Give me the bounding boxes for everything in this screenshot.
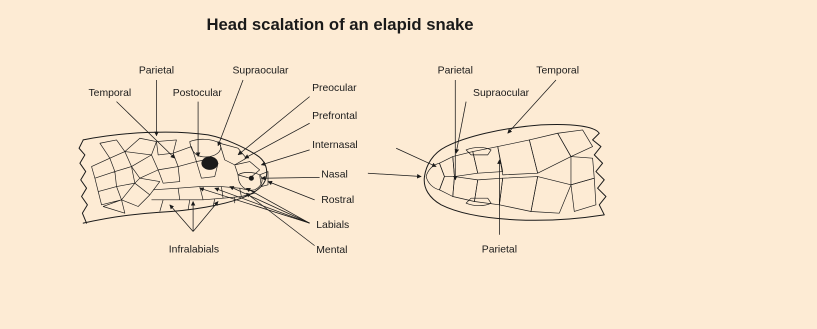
label-supraocular-right: Supraocular bbox=[473, 88, 530, 99]
label-labials: Labials bbox=[316, 220, 349, 231]
label-rostral: Rostral bbox=[321, 195, 354, 206]
figure: Head scalation of an elapid snake bbox=[0, 0, 680, 274]
scale-labels: Parietal Supraocular Temporal Postocular… bbox=[88, 65, 579, 256]
label-parietal-top: Parietal bbox=[438, 65, 473, 76]
label-postocular: Postocular bbox=[173, 88, 223, 99]
label-internasal: Internasal bbox=[312, 140, 358, 151]
label-mental: Mental bbox=[316, 245, 347, 256]
scalation-diagram: Parietal Supraocular Temporal Postocular… bbox=[0, 0, 680, 274]
label-supraocular-left: Supraocular bbox=[232, 65, 289, 76]
label-infralabials: Infralabials bbox=[169, 244, 219, 255]
label-temporal-left: Temporal bbox=[88, 88, 131, 99]
label-nasal: Nasal bbox=[321, 169, 348, 180]
label-parietal-left: Parietal bbox=[139, 65, 174, 76]
label-parietal-bottom: Parietal bbox=[482, 244, 517, 255]
label-prefrontal: Prefrontal bbox=[312, 111, 357, 122]
top-view-head bbox=[424, 125, 606, 221]
label-temporal-right: Temporal bbox=[536, 65, 579, 76]
label-preocular: Preocular bbox=[312, 83, 357, 94]
